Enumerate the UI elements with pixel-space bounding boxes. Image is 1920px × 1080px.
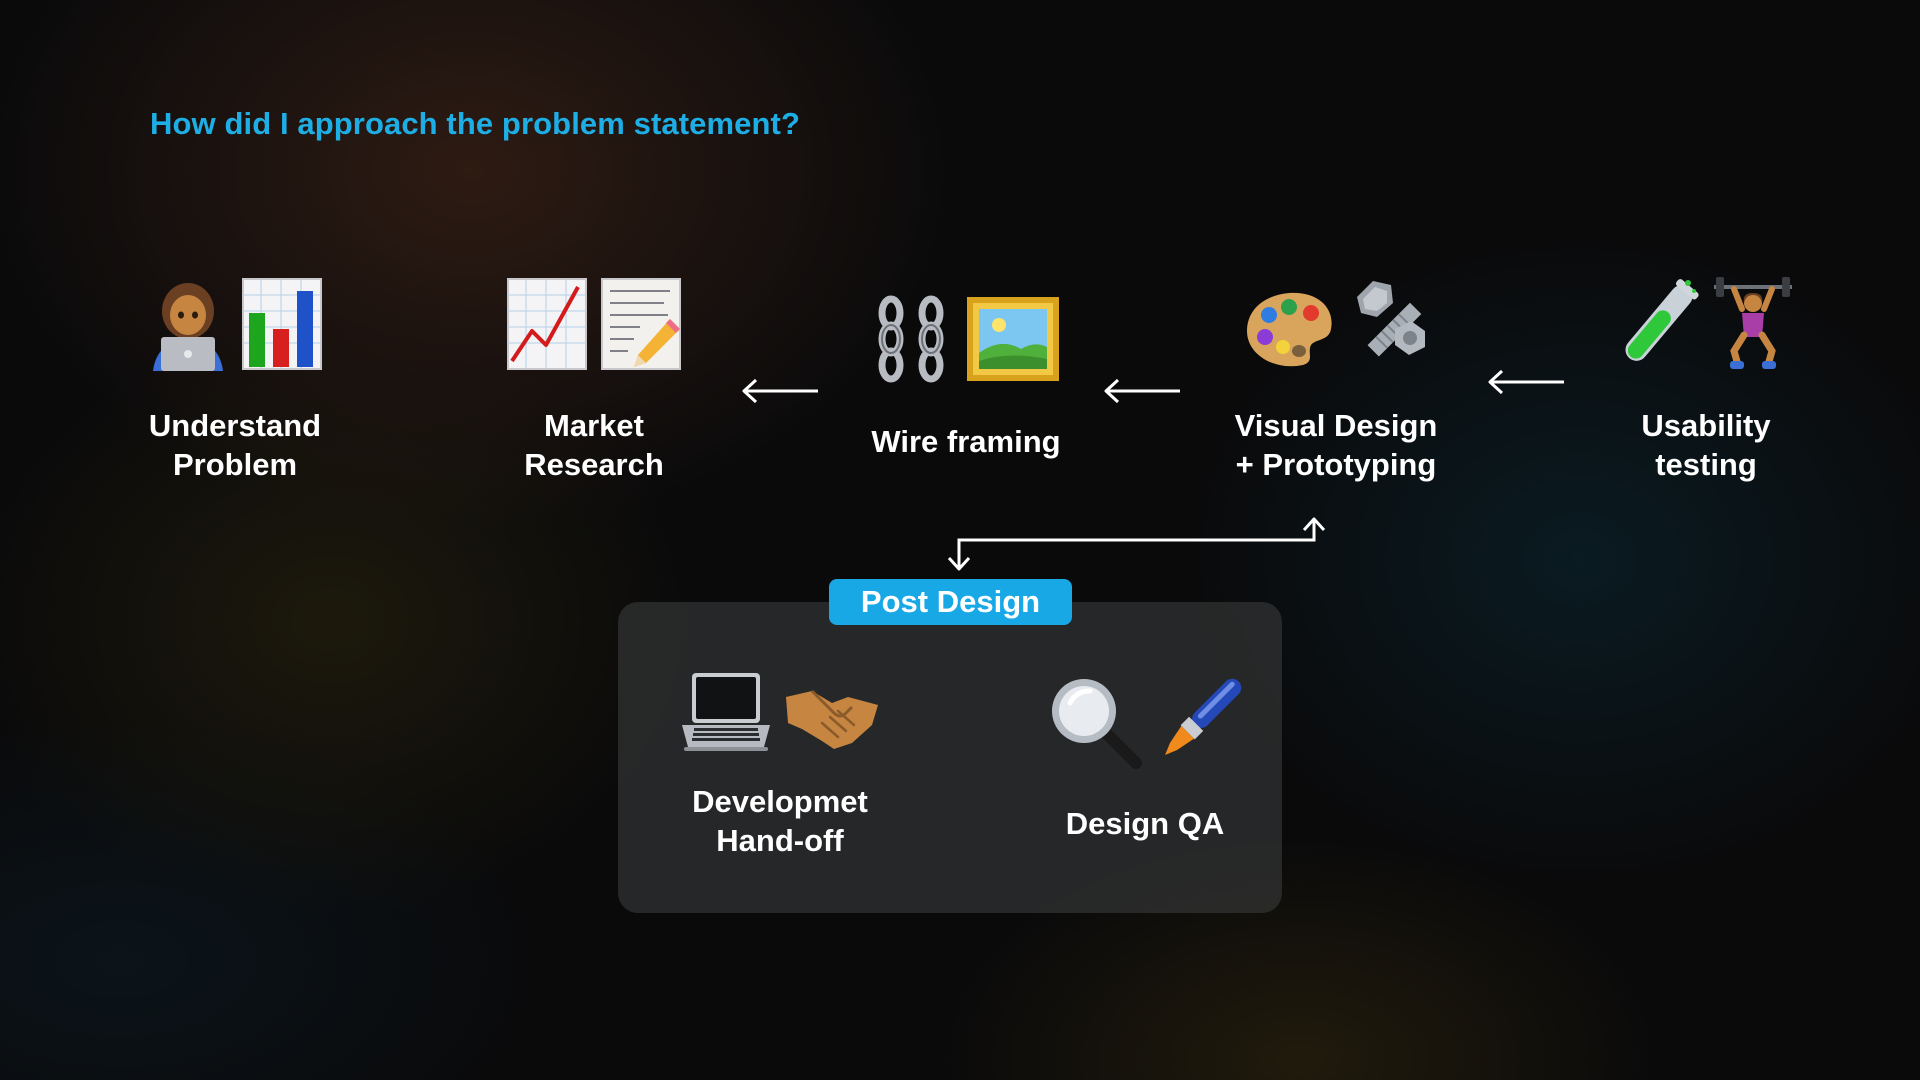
step-label-line: Research bbox=[524, 447, 664, 482]
post-item-label-line: Design QA bbox=[1065, 806, 1225, 841]
artist-palette-icon bbox=[1241, 275, 1337, 371]
page-title: How did I approach the problem statement… bbox=[150, 106, 800, 141]
post-item-icons bbox=[995, 666, 1295, 776]
step-label: Market Research bbox=[434, 406, 754, 484]
step-label-line: + Prototyping bbox=[1235, 447, 1437, 482]
bar-chart-icon bbox=[241, 275, 323, 371]
laptop-icon bbox=[678, 663, 774, 759]
post-item-label: Developmet Hand-off bbox=[630, 782, 930, 860]
step-label-line: testing bbox=[1655, 447, 1757, 482]
step-understand-problem: Understand Problem bbox=[75, 268, 395, 484]
memo-icon bbox=[600, 275, 682, 371]
step-market-research: Market Research bbox=[434, 268, 754, 484]
arrow-left-icon bbox=[1104, 378, 1180, 404]
chains-icon bbox=[871, 291, 953, 387]
step-label-line: Understand bbox=[148, 408, 322, 443]
weight-lifter-icon bbox=[1712, 275, 1794, 371]
post-item-development-handoff: Developmet Hand-off bbox=[630, 656, 930, 860]
arrow-left-icon bbox=[742, 378, 818, 404]
step-label-line: Problem bbox=[172, 447, 298, 482]
magnifying-glass-icon bbox=[1046, 673, 1146, 769]
post-item-label-line: Developmet bbox=[692, 784, 868, 819]
step-visual-design: Visual Design + Prototyping bbox=[1176, 268, 1496, 484]
framed-picture-icon bbox=[965, 291, 1061, 387]
arrow-left-icon bbox=[1488, 369, 1564, 395]
test-tube-icon bbox=[1618, 275, 1700, 371]
step-usability-testing: Usability testing bbox=[1546, 268, 1866, 484]
step-icons bbox=[1546, 268, 1866, 378]
post-design-panel bbox=[618, 602, 1282, 913]
nut-and-bolt-icon bbox=[1349, 275, 1431, 371]
post-design-badge: Post Design bbox=[829, 579, 1072, 625]
step-label-line: Market bbox=[544, 408, 644, 443]
step-label-line: Usability bbox=[1641, 408, 1771, 443]
post-item-icons bbox=[630, 656, 930, 766]
step-label: Understand Problem bbox=[75, 406, 395, 484]
post-item-label: Design QA bbox=[995, 804, 1295, 843]
post-item-design-qa: Design QA bbox=[995, 666, 1295, 843]
paintbrush-icon bbox=[1154, 673, 1244, 769]
step-icons bbox=[806, 284, 1126, 394]
step-label: Usability testing bbox=[1546, 406, 1866, 484]
woman-technologist-icon bbox=[147, 275, 229, 371]
step-icons bbox=[1176, 268, 1496, 378]
step-icons bbox=[434, 268, 754, 378]
step-label-line: Visual Design bbox=[1234, 408, 1438, 443]
step-label: Visual Design + Prototyping bbox=[1176, 406, 1496, 484]
post-item-label-line: Hand-off bbox=[716, 823, 844, 858]
step-label-line: Wire framing bbox=[871, 424, 1061, 459]
step-icons bbox=[75, 268, 395, 378]
step-wire-framing: Wire framing bbox=[806, 284, 1126, 461]
step-label: Wire framing bbox=[806, 422, 1126, 461]
handshake-icon bbox=[782, 663, 882, 759]
chart-increasing-icon bbox=[506, 275, 588, 371]
